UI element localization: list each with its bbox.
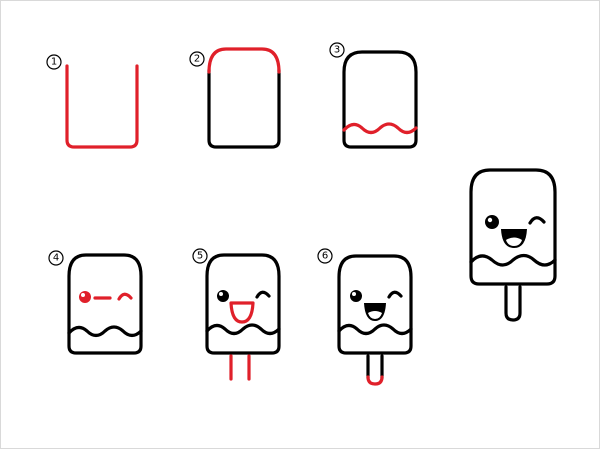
step-2-circle [189, 51, 205, 67]
step-5-badge: 5 [192, 248, 208, 264]
step-4-circle [48, 250, 64, 266]
step-6-tongue [368, 311, 382, 319]
step-5-stick [229, 354, 251, 381]
final-stick [504, 285, 522, 322]
final-popsicle [469, 168, 557, 322]
step-1: 1 [46, 54, 139, 149]
step-5-wink [255, 290, 271, 299]
step-1-outline [65, 64, 139, 149]
step-2-top [207, 47, 281, 74]
step-5-circle [192, 248, 208, 264]
step-6-stick-tip [366, 375, 384, 386]
step-6-body [337, 254, 413, 355]
step-3-body [342, 50, 418, 149]
step-4-left-eye [79, 291, 91, 303]
step-1-number: 1 [51, 57, 57, 68]
step-4-number: 4 [53, 253, 59, 264]
step-3-badge: 3 [329, 42, 345, 58]
step-6-circle [317, 248, 333, 264]
step-6-badge: 6 [317, 248, 333, 264]
step-6-wave [337, 323, 413, 336]
step-6-left-eye [350, 290, 362, 302]
step-5-eye-shine [219, 292, 223, 296]
step-3-circle [329, 42, 345, 58]
step-5-wave [205, 323, 281, 336]
step-1-badge: 1 [46, 54, 62, 70]
final-body [469, 168, 557, 286]
step-1-circle [46, 54, 62, 70]
step-4: 4 [48, 250, 143, 355]
final-wink [528, 216, 546, 225]
step-2-badge: 2 [189, 51, 205, 67]
step-3-wave [342, 122, 418, 135]
step-6-number: 6 [322, 251, 328, 262]
step-2-number: 2 [194, 54, 200, 65]
step-3: 3 [329, 42, 418, 149]
step-4-wink [117, 292, 133, 301]
step-6-wink [387, 290, 403, 299]
step-5: 5 [192, 248, 281, 381]
step-5-mouth [229, 301, 255, 324]
final-eye-shine [487, 217, 493, 223]
step-5-body [205, 253, 281, 355]
step-6: 6 [317, 248, 413, 386]
final-left-eye [485, 215, 499, 229]
step-4-eye-shine [81, 293, 85, 297]
final-tongue [506, 237, 522, 246]
step-4-wave [67, 325, 143, 338]
step-6-stick-sides [366, 354, 384, 380]
step-4-badge: 4 [48, 250, 64, 266]
final-wave [469, 253, 557, 267]
step-4-body [67, 253, 143, 355]
step-2-body [207, 68, 281, 149]
step-6-eye-shine [352, 292, 356, 296]
step-2: 2 [189, 47, 281, 149]
step-3-number: 3 [334, 45, 340, 56]
step-5-left-eye [217, 290, 229, 302]
step-5-number: 5 [197, 251, 203, 262]
